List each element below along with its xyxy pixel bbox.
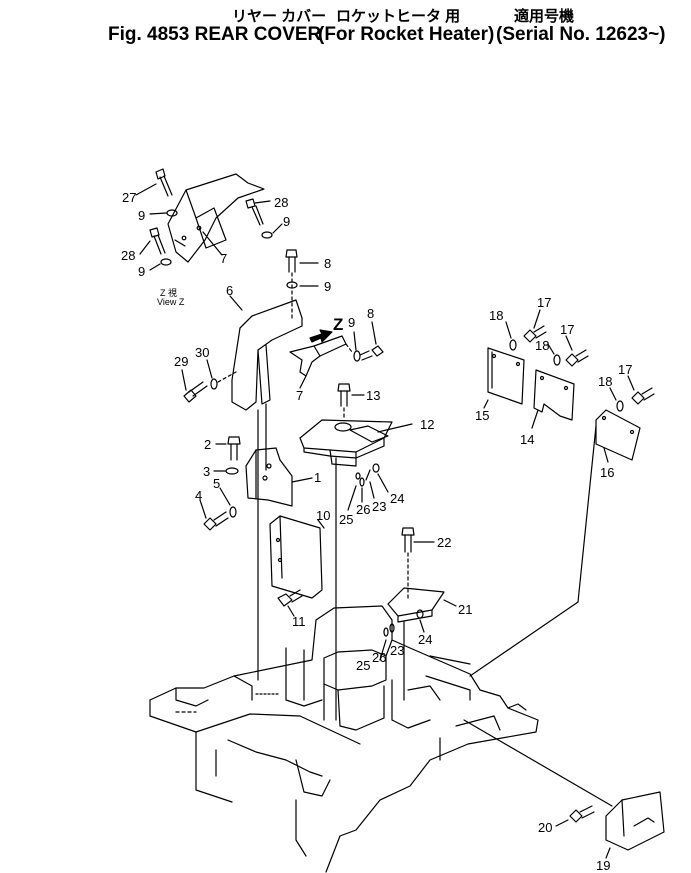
callout-28: 28 (121, 248, 135, 263)
callout-17: 17 (560, 322, 574, 337)
callout-23: 23 (372, 499, 386, 514)
callout-9: 9 (283, 214, 290, 229)
view-z-bracket-detail (167, 173, 265, 263)
callout-13: 13 (366, 388, 380, 403)
title-jp-heater: ロケットヒータ 用 (336, 8, 461, 25)
callout-11: 11 (292, 614, 306, 629)
callout-2: 2 (204, 437, 211, 452)
callout-19: 19 (596, 858, 610, 873)
bracket-1 (245, 447, 313, 507)
callout-14: 14 (520, 432, 534, 447)
washer-9c (160, 258, 172, 266)
bolt-13 (337, 383, 365, 407)
callout-9: 9 (138, 208, 145, 223)
figure-serial-note: (Serial No. 12623~) (496, 24, 666, 45)
hardware-23-26-upper (347, 463, 389, 511)
washer-18c (616, 400, 624, 412)
callout-10: 10 (316, 508, 330, 523)
bolt-2 (215, 436, 241, 461)
bolt-22 (401, 527, 435, 553)
callout-9: 9 (324, 279, 331, 294)
plate-15 (483, 347, 525, 409)
callout-17: 17 (537, 295, 551, 310)
view-z-arrow-label: Z (333, 315, 343, 334)
view-z-label-en: View Z (157, 297, 185, 307)
bolt-29 (181, 369, 208, 403)
callout-7: 7 (220, 251, 227, 266)
title-jp-part: リヤー カバー (232, 8, 327, 25)
rear-cover-6 (229, 295, 303, 411)
callout-22: 22 (437, 535, 451, 550)
callout-20: 20 (538, 820, 552, 835)
mounting-plate-12 (299, 419, 413, 467)
bolt-17b (565, 349, 589, 367)
rear-cover-19 (605, 791, 665, 859)
callout-25: 25 (356, 658, 370, 673)
bracket-7 (289, 335, 347, 389)
bolt-27 (135, 168, 173, 197)
callout-27: 27 (122, 190, 136, 205)
callout-numbers: 27 9 28 9 28 9 7 8 9 6 9 8 29 30 7 13 12… (121, 190, 632, 873)
washer-30 (210, 378, 218, 390)
washer-9a (166, 209, 178, 217)
bracket-21 (387, 587, 457, 623)
bolt-28b (139, 227, 166, 255)
view-z-label: Z 視 View Z (157, 287, 185, 307)
bolt-8a (285, 249, 319, 273)
bolt-17a (523, 325, 547, 343)
plate-16 (595, 409, 641, 463)
callout-30: 30 (195, 345, 209, 360)
callout-18: 18 (598, 374, 612, 389)
bolt-28a (245, 198, 271, 226)
callout-18: 18 (535, 338, 549, 353)
callout-4: 4 (195, 488, 202, 503)
callout-24: 24 (390, 491, 404, 506)
bolt-11 (277, 589, 303, 617)
callout-28: 28 (274, 195, 288, 210)
washer-18a (509, 339, 517, 351)
washer-9b (261, 231, 273, 239)
callout-6: 6 (226, 283, 233, 298)
callout-8: 8 (324, 256, 331, 271)
callout-21: 21 (458, 602, 472, 617)
plate-14 (531, 369, 575, 429)
callout-9: 9 (138, 264, 145, 279)
view-z-arrow (309, 329, 333, 343)
callout-12: 12 (420, 417, 434, 432)
view-z-label-jp: Z 視 (160, 287, 177, 298)
callout-9: 9 (348, 315, 355, 330)
callout-29: 29 (174, 354, 188, 369)
washer-5 (229, 506, 237, 518)
callout-7: 7 (296, 388, 303, 403)
callout-24: 24 (418, 632, 432, 647)
panel-10 (269, 515, 325, 599)
main-frame (149, 605, 539, 873)
bolt-17c (631, 387, 655, 405)
bolt-8b (359, 321, 384, 361)
bolt-20 (555, 805, 595, 827)
callout-17: 17 (618, 362, 632, 377)
callout-18: 18 (489, 308, 503, 323)
figure-title: Fig. 4853 REAR COVER (108, 24, 322, 45)
washer-18b (553, 354, 561, 366)
callout-16: 16 (600, 465, 614, 480)
callout-25: 25 (339, 512, 353, 527)
callout-3: 3 (203, 464, 210, 479)
figure-heater-note: (For Rocket Heater) (318, 24, 495, 45)
washer-9e (353, 350, 361, 362)
washer-3 (225, 467, 239, 475)
title-jp-serial: 適用号機 (514, 8, 575, 25)
callout-26: 26 (372, 650, 386, 665)
callout-5: 5 (213, 476, 220, 491)
callout-26: 26 (356, 502, 370, 517)
bolt-4 (199, 499, 229, 531)
callout-23: 23 (390, 643, 404, 658)
callout-1: 1 (314, 470, 321, 485)
callout-8: 8 (367, 306, 374, 321)
callout-15: 15 (475, 408, 489, 423)
